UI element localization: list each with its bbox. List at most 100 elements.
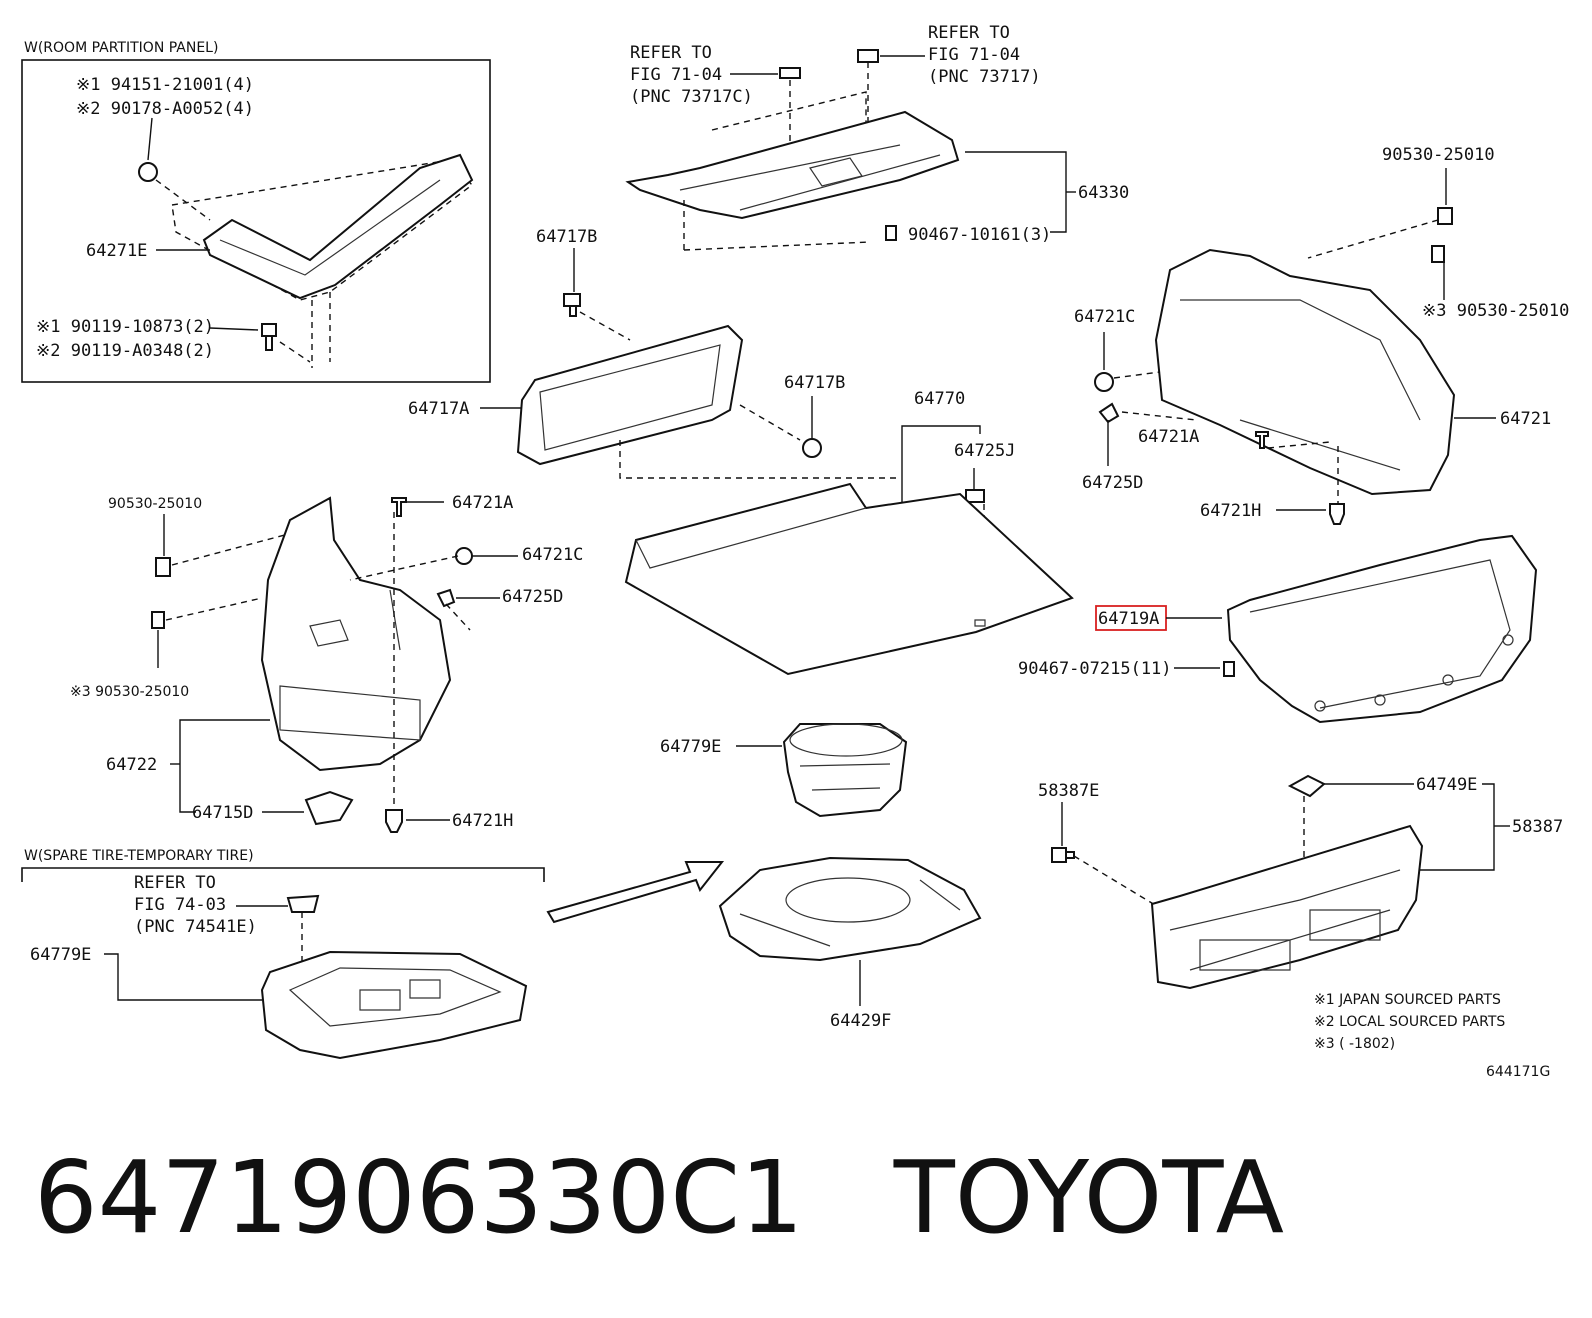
label-r-64721: 64721 xyxy=(1500,409,1551,429)
clip-64725D-icon xyxy=(1098,402,1120,424)
partition-panel-part xyxy=(202,153,474,300)
bolt-icon xyxy=(261,323,277,351)
clip-64749E-icon xyxy=(1287,774,1326,798)
clip-58387E-icon xyxy=(1051,847,1075,863)
label-ref2-l2: FIG 71-04 xyxy=(928,45,1020,65)
room-partition-box-title: W(ROOM PARTITION PANEL) xyxy=(24,40,218,56)
label-ref1-l3: (PNC 73717C) xyxy=(630,87,753,107)
clip-64717B-icon xyxy=(802,438,822,458)
label-64330: 64330 xyxy=(1078,183,1129,203)
clip-90467-07215-icon xyxy=(1223,661,1235,677)
side-pocket-part xyxy=(516,324,744,466)
spare-cover-part xyxy=(718,856,982,962)
label-ref3-l3: (PNC 74541E) xyxy=(134,917,257,937)
screw-icon xyxy=(563,293,581,317)
side-pocket-group: 64717B 64717A 64717B xyxy=(408,227,900,479)
trunk-sill-part xyxy=(1150,824,1424,990)
room-partition-box-frame xyxy=(21,59,491,383)
trunk-mat-part xyxy=(624,482,1074,676)
figure-id: 644171G xyxy=(1486,1064,1550,1080)
label-r-64721A: 64721A xyxy=(1138,427,1199,447)
label-64271E: 64271E xyxy=(86,241,147,261)
label-64779E-top: 64779E xyxy=(660,737,721,757)
label-l-64722: 64722 xyxy=(106,755,157,775)
label-64429F: 64429F xyxy=(830,1011,891,1031)
label-ref1-l2: FIG 71-04 xyxy=(630,65,722,85)
label-58387: 58387 xyxy=(1512,817,1563,837)
label-r-90530-top: 90530-25010 xyxy=(1382,145,1495,165)
spare-tray-part xyxy=(260,950,528,1060)
note-2: ※2 LOCAL SOURCED PARTS xyxy=(1314,1014,1505,1030)
left-trim-group: 90530-25010 ※3 90530-25010 64721A 64721C… xyxy=(70,493,583,833)
label-l-64725D: 64725D xyxy=(502,587,563,607)
label-58387E: 58387E xyxy=(1038,781,1099,801)
label-r-90530-note: ※3 90530-25010 xyxy=(1422,301,1569,321)
label-64717B-right: 64717B xyxy=(784,373,845,393)
clip-l-64721H-icon xyxy=(385,809,403,833)
lid-lining-group: 64719A 90467-07215(11) xyxy=(1018,534,1538,724)
pin-l-64721A-icon xyxy=(391,497,407,517)
note-3: ※3 ( -1802) xyxy=(1314,1036,1395,1052)
notes-group: ※1 JAPAN SOURCED PARTS ※2 LOCAL SOURCED … xyxy=(1314,992,1550,1080)
label-l-64715D: 64715D xyxy=(192,803,253,823)
label-90467-10161: 90467-10161(3) xyxy=(908,225,1051,245)
label-64725J: 64725J xyxy=(954,441,1015,461)
quarter-trim-right-part xyxy=(1154,248,1456,496)
trunk-lid-lining-part xyxy=(1226,534,1538,724)
label-90467-07215: 90467-07215(11) xyxy=(1018,659,1172,679)
label-l-64721C: 64721C xyxy=(522,545,583,565)
spare-tire-box-frame xyxy=(21,867,545,882)
clip-73717-icon xyxy=(857,49,879,63)
spare-tire-group: W(SPARE TIRE-TEMPORARY TIRE) REFER TO FI… xyxy=(21,848,545,1060)
hook-64715D-icon xyxy=(304,790,354,826)
label-64749E: 64749E xyxy=(1416,775,1477,795)
label-r-64721H: 64721H xyxy=(1200,501,1261,521)
clip-l-64721C-icon xyxy=(455,547,473,565)
right-trim-group: 90530-25010 ※3 90530-25010 64721C 64721 … xyxy=(1074,145,1569,525)
tag-74541E-icon xyxy=(286,894,320,913)
quarter-trim-left-part xyxy=(260,496,452,772)
label-ref1-l1: REFER TO xyxy=(630,43,712,63)
label-64719A: 64719A xyxy=(1098,609,1159,629)
label-l-64721H: 64721H xyxy=(452,811,513,831)
clip-64725J-icon xyxy=(965,489,985,503)
clip-64721H-icon xyxy=(1329,503,1345,525)
caption-part-number: 6471906330C1 xyxy=(34,1139,804,1256)
label-r-64721C: 64721C xyxy=(1074,307,1135,327)
clip-l-64725D-icon xyxy=(436,588,456,608)
clip-90467-icon xyxy=(885,225,897,241)
label-l-90530-note: ※3 90530-25010 xyxy=(70,684,189,700)
label-ref2-l1: REFER TO xyxy=(928,23,1010,43)
label-rp-line3: ※1 90119-10873(2) xyxy=(36,317,214,337)
parts-diagram: W(ROOM PARTITION PANEL) ※1 94151-21001(4… xyxy=(21,23,1569,1080)
label-l-64721A: 64721A xyxy=(452,493,513,513)
clip-l-90530-icon xyxy=(155,557,171,577)
clip-73717C-icon xyxy=(779,67,801,79)
spare-tire-box-title: W(SPARE TIRE-TEMPORARY TIRE) xyxy=(24,848,254,864)
clip-icon xyxy=(138,162,158,182)
spare-cover-group: 64429F xyxy=(718,856,982,1031)
clip-90530-icon xyxy=(1437,207,1453,225)
direction-arrow-icon xyxy=(546,861,725,924)
label-64779E-side: 64779E xyxy=(30,945,91,965)
label-64717B-top: 64717B xyxy=(536,227,597,247)
clip-90530-note-icon xyxy=(1431,245,1445,263)
pin-64721A-icon xyxy=(1255,431,1269,449)
label-ref2-l3: (PNC 73717) xyxy=(928,67,1041,87)
label-l-90530-top: 90530-25010 xyxy=(108,496,202,512)
room-partition-panel-group: W(ROOM PARTITION PANEL) ※1 94151-21001(4… xyxy=(21,40,491,383)
clip-64721C-icon xyxy=(1094,372,1114,392)
caption-brand: TOYOTA xyxy=(893,1139,1285,1256)
clip-l-90530-note-icon xyxy=(151,611,165,629)
label-64717A: 64717A xyxy=(408,399,469,419)
part-caption: 6471906330C1 TOYOTA xyxy=(34,1138,1554,1268)
package-tray-part xyxy=(625,110,960,220)
label-rp-line2: ※2 90178-A0052(4) xyxy=(76,99,254,119)
label-ref3-l1: REFER TO xyxy=(134,873,216,893)
trunk-mat-group: 64770 64725J xyxy=(624,389,1074,676)
spare-bracket-group: 64779E xyxy=(660,723,908,818)
label-r-64725D: 64725D xyxy=(1082,473,1143,493)
partition-dash-outline xyxy=(171,159,474,301)
package-tray-group: REFER TO FIG 71-04 (PNC 73717C) REFER TO… xyxy=(625,23,1129,251)
label-rp-line1: ※1 94151-21001(4) xyxy=(76,75,254,95)
